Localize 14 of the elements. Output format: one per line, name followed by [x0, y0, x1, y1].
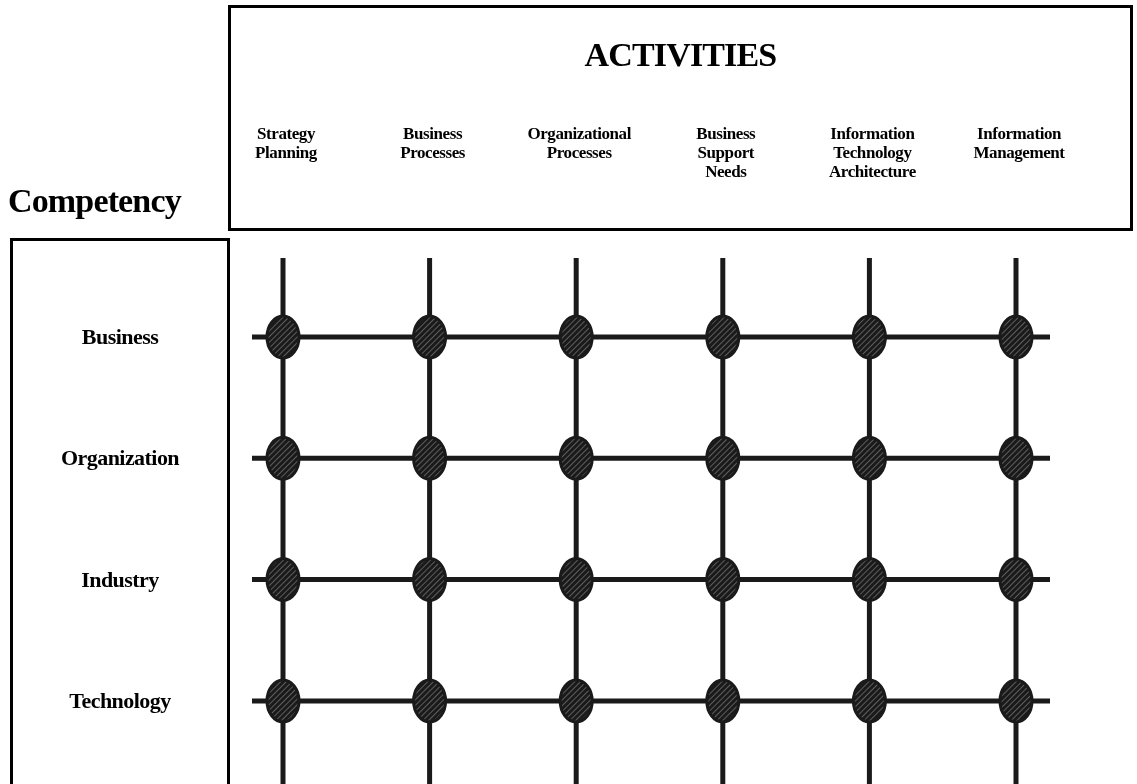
column-heading: Business Processes: [400, 124, 465, 162]
competency-box: [10, 238, 230, 784]
row-heading: Organization: [59, 447, 181, 470]
row-heading: Technology: [68, 689, 172, 712]
column-heading: Information Technology Architecture: [829, 124, 916, 181]
column-heading: Strategy Planning: [255, 124, 317, 162]
activities-header-box: [228, 5, 1133, 231]
column-heading: Business Support Needs: [696, 124, 756, 181]
row-heading: Industry: [80, 568, 160, 591]
section-heading: ACTIVITIES: [583, 38, 778, 72]
row-heading: Business: [80, 326, 160, 348]
column-heading: Information Management: [973, 124, 1065, 162]
column-heading: Organizational Processes: [527, 124, 631, 162]
axis-title: Competency: [8, 184, 181, 218]
